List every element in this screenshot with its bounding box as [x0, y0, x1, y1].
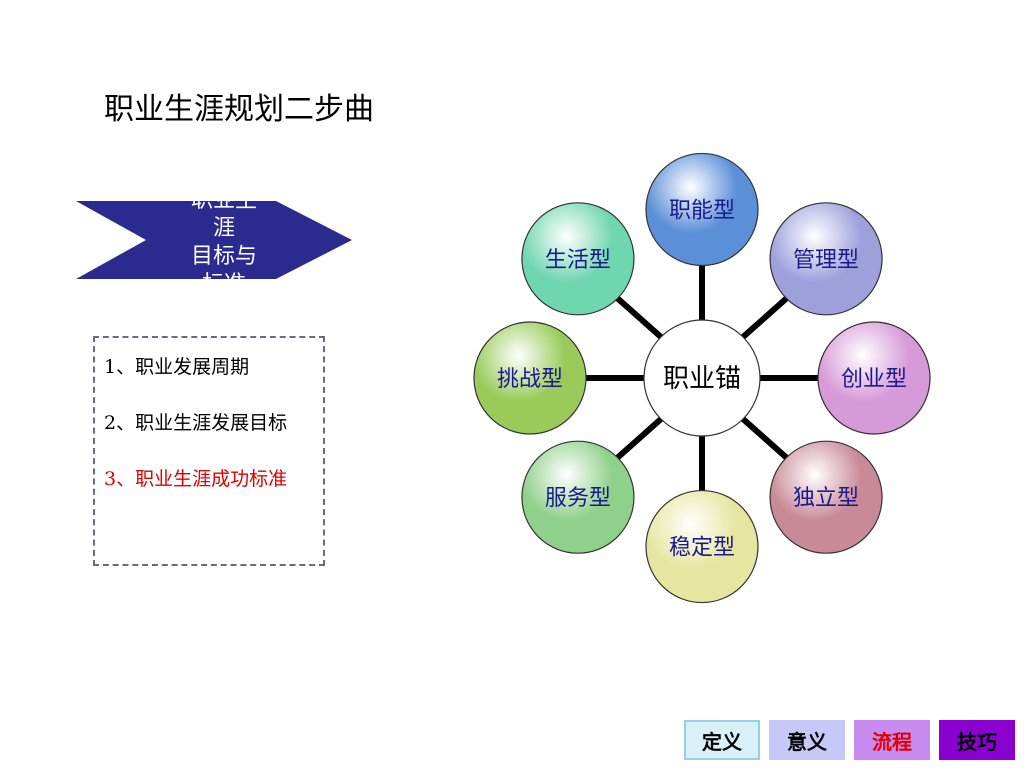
anchor-node-circle[interactable]: [817, 321, 931, 435]
topic-list-box: [93, 336, 325, 566]
nav-button-2[interactable]: 流程: [854, 720, 930, 760]
anchor-node-circle[interactable]: [645, 152, 759, 267]
connector-line: [615, 296, 663, 340]
arrow-label: 职业生 涯 目标与 标准: [180, 187, 268, 279]
anchor-node-label: 职能型: [669, 198, 735, 223]
anchor-node-label: 挑战型: [497, 367, 563, 392]
center-node-label: 职业锚: [663, 364, 741, 394]
nav-button-3[interactable]: 技巧: [939, 720, 1015, 760]
connector-line: [741, 416, 789, 460]
anchor-node-label: 独立型: [793, 486, 859, 511]
arrow-line: 标准: [180, 271, 268, 279]
anchor-node-circle[interactable]: [473, 321, 587, 435]
chevron-arrow: 职业生 涯 目标与 标准: [76, 188, 352, 279]
connector-line: [741, 296, 789, 340]
arrow-line: 职业生: [190, 188, 257, 213]
list-item-standard[interactable]: 3、职业生涯成功标准: [104, 468, 288, 490]
page-title: 职业生涯规划二步曲: [104, 92, 374, 127]
anchor-node-label: 稳定型: [669, 536, 735, 561]
anchor-node-label: 服务型: [545, 486, 611, 511]
arrow-line: 涯: [212, 216, 235, 241]
arrow-line: 目标与: [190, 244, 257, 269]
anchor-node-circle[interactable]: [769, 202, 883, 316]
nav-button-1[interactable]: 意义: [769, 720, 845, 760]
anchor-node-circle[interactable]: [521, 440, 635, 554]
nav-button-0[interactable]: 定义: [684, 720, 760, 760]
anchor-node-circle[interactable]: [645, 489, 759, 604]
anchor-node-label: 创业型: [841, 367, 907, 392]
chevron-shape: [76, 201, 352, 279]
anchor-node-circle[interactable]: [521, 202, 635, 316]
anchor-node-label: 管理型: [793, 248, 859, 273]
connector-line: [615, 416, 663, 460]
anchor-node-circle[interactable]: [769, 440, 883, 554]
list-item-goal[interactable]: 2、职业生涯发展目标: [104, 412, 288, 434]
anchor-node-label: 生活型: [545, 248, 611, 273]
list-item-period[interactable]: 1、职业发展周期: [104, 356, 250, 378]
center-node-circle: [643, 319, 761, 437]
